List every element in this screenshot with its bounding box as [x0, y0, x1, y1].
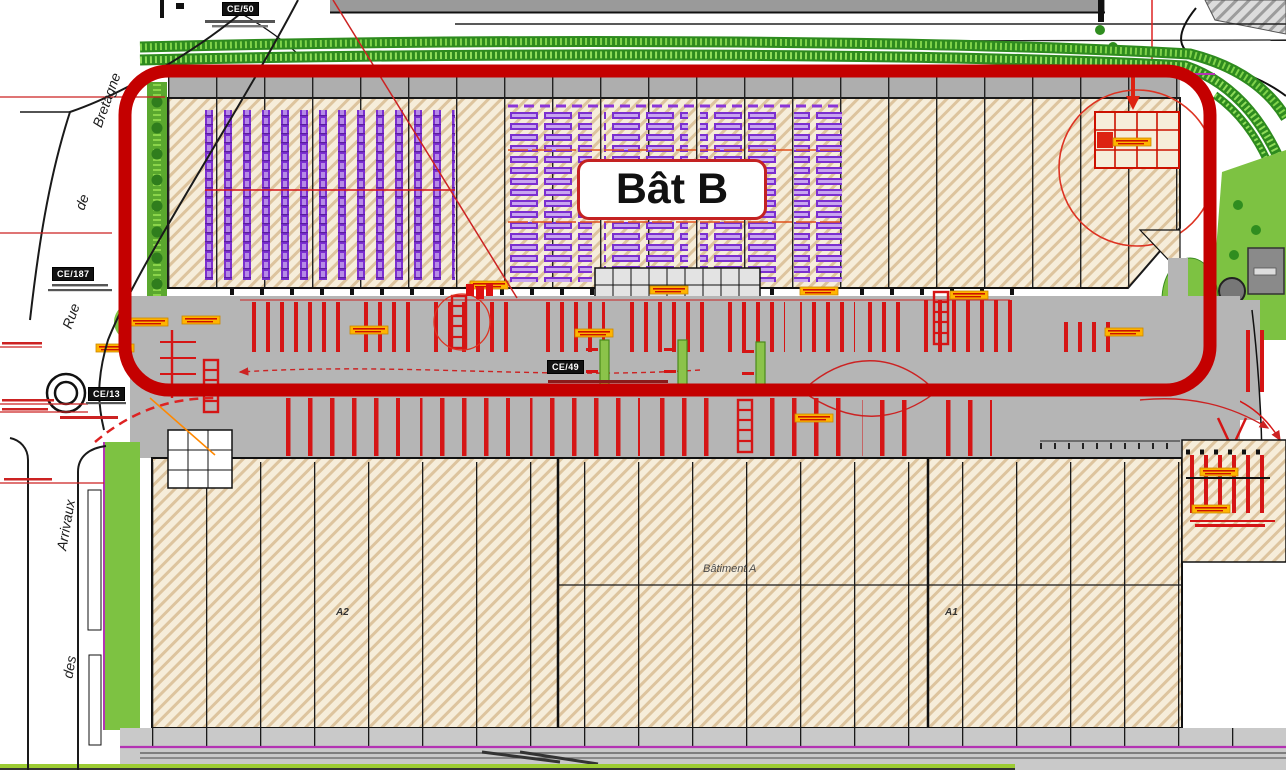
- racking-vertical-group: [205, 110, 455, 280]
- south-band: [0, 728, 1286, 770]
- tiny-annotation: [2, 342, 118, 481]
- hydrant-cluster: [433, 284, 493, 351]
- east-annex: [1181, 439, 1286, 728]
- rail-hedge-strips: [139, 36, 1286, 216]
- cartouche-ce187: CE/187: [52, 267, 95, 281]
- cartouche-ce13: CE/13: [88, 387, 126, 401]
- bat-b-label: Bât B: [615, 165, 729, 213]
- building-a: [87, 398, 1286, 746]
- rue-des-arrivaux-edge: [9, 437, 29, 770]
- west-hedge: [147, 82, 167, 344]
- bat-b-callout: Bât B: [577, 159, 767, 220]
- cartouche-ce50: CE/50: [222, 2, 260, 16]
- streets: [0, 0, 299, 770]
- red-leader-line: [332, 0, 518, 299]
- bat-b-highlight-border: [118, 64, 1217, 397]
- office-block-a-nw: [167, 429, 233, 489]
- batiment-a-label: Bâtiment A: [703, 563, 757, 575]
- zone-a1-label: A1: [945, 607, 958, 618]
- tiny-annotation: [48, 284, 126, 405]
- tiny-annotation: [548, 380, 668, 383]
- cartouche-ce49: CE/49: [547, 360, 585, 374]
- west-lawn-a: [104, 442, 140, 730]
- office-cluster-ne: [1058, 66, 1216, 247]
- zone-a2-label: A2: [336, 607, 349, 618]
